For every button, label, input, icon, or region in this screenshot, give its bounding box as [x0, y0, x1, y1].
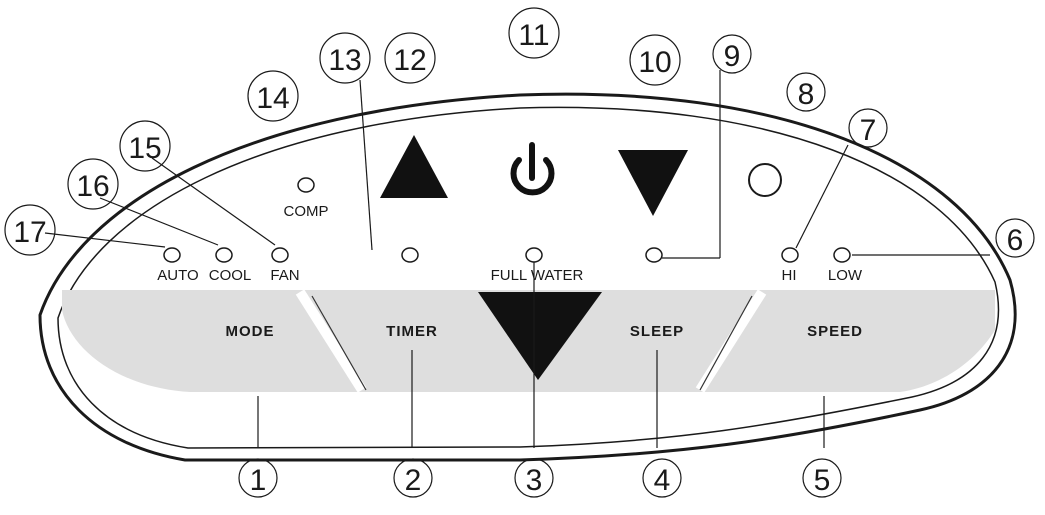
circle-button-icon[interactable]	[748, 163, 782, 197]
led-hi	[781, 247, 799, 263]
label-fan: FAN	[270, 267, 299, 284]
callout-16: 16	[76, 170, 109, 203]
callout-ring-4	[642, 458, 682, 498]
callout-2: 2	[405, 464, 422, 497]
callout-17: 17	[13, 216, 46, 249]
callout-ring-17	[4, 204, 56, 256]
callout-ring-13	[319, 32, 371, 84]
mode-button[interactable]: MODE	[226, 323, 275, 340]
callout-ring-11	[508, 7, 560, 59]
callout-6: 6	[1007, 224, 1024, 257]
led-timer	[401, 247, 419, 263]
leader-15	[151, 157, 276, 246]
callout-14: 14	[256, 82, 289, 115]
callout-13: 13	[328, 44, 361, 77]
power-icon[interactable]	[510, 142, 555, 196]
callout-8: 8	[798, 78, 815, 111]
callout-1: 1	[250, 464, 267, 497]
led-cool	[215, 247, 233, 263]
timer-button[interactable]: TIMER	[386, 323, 438, 340]
callout-15: 15	[128, 132, 161, 165]
callout-ring-5	[802, 458, 842, 498]
band-separator-2	[695, 289, 767, 393]
callout-ring-16	[67, 158, 119, 210]
band-separator-line-2	[699, 295, 753, 391]
label-comp: COMP	[284, 203, 329, 220]
callout-11: 11	[518, 19, 549, 52]
callout-7: 7	[860, 114, 877, 147]
triangle-down-icon[interactable]	[478, 292, 602, 380]
led-low	[833, 247, 851, 263]
leader-16	[99, 197, 219, 246]
band-separator-1	[295, 289, 367, 393]
led-comp	[297, 177, 315, 193]
callout-9: 9	[724, 40, 741, 73]
label-full-water: FULL WATER	[491, 267, 584, 284]
callout-ring-7	[848, 108, 888, 148]
leader-7	[795, 144, 849, 249]
led-auto	[163, 247, 181, 263]
callout-ring-3	[514, 458, 554, 498]
callout-12: 12	[393, 44, 426, 77]
led-fan	[271, 247, 289, 263]
label-cool: COOL	[209, 267, 252, 284]
callout-ring-14	[247, 70, 299, 122]
label-low: LOW	[828, 267, 863, 284]
panel-inner-outline	[57, 106, 1000, 449]
label-auto: AUTO	[157, 267, 198, 284]
sleep-button[interactable]: SLEEP	[630, 323, 684, 340]
callout-ring-10	[629, 34, 681, 86]
callout-ring-12	[384, 32, 436, 84]
label-hi: HI	[782, 267, 797, 284]
callout-ring-9	[712, 34, 752, 74]
triangle-down-icon[interactable]	[618, 150, 688, 216]
callout-3: 3	[526, 464, 543, 497]
callout-10: 10	[638, 46, 671, 79]
callout-ring-6	[995, 218, 1035, 258]
callout-ring-1	[238, 458, 278, 498]
callout-5: 5	[814, 464, 831, 497]
triangle-up-icon[interactable]	[380, 135, 448, 198]
led-sleep	[645, 247, 663, 263]
callout-4: 4	[654, 464, 671, 497]
speed-button[interactable]: SPEED	[807, 323, 863, 340]
callout-ring-8	[786, 72, 826, 112]
leader-13	[359, 79, 373, 251]
callout-ring-15	[119, 120, 171, 172]
band-separator-line-1	[311, 295, 367, 391]
callout-ring-2	[393, 458, 433, 498]
leader-17	[44, 232, 166, 248]
led-full-water	[525, 247, 543, 263]
